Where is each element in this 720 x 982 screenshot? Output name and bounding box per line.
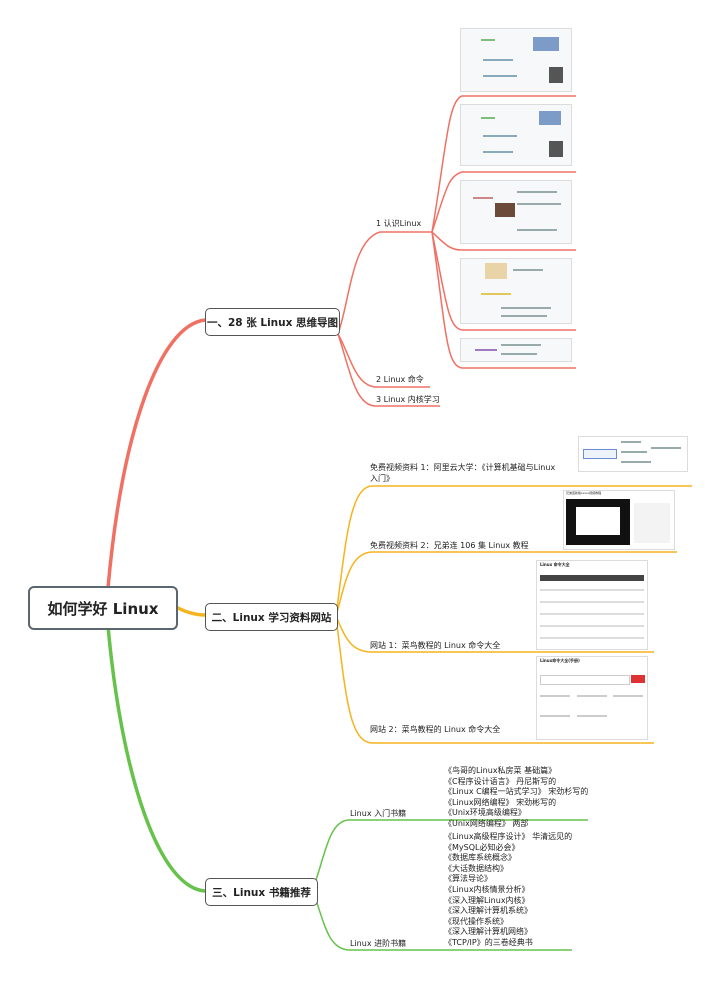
runoob-site2-thumbnail: Linux命令大全(手册)	[536, 656, 648, 740]
book-item: 《鸟哥的Linux私房菜 基础篇》	[444, 766, 557, 775]
topic-kernel-learning[interactable]: 3 Linux 内核学习	[376, 395, 440, 404]
branch-resource-sites[interactable]: 二、Linux 学习资料网站	[205, 603, 338, 631]
connector-root-branch1	[106, 318, 206, 589]
book-item: 《Unix环境高级编程》	[444, 808, 526, 818]
topic-linux-commands[interactable]: 2 Linux 命令	[376, 375, 424, 384]
connector-branch1-child3	[337, 333, 440, 407]
topic-video-xiongdilian[interactable]: 免费视频资料 2：兄弟连 106 集 Linux 教程	[370, 541, 529, 550]
mindmap-image-5	[460, 338, 572, 362]
video-thumbnail-title: 兄弟连新版Linux视频教程	[566, 491, 602, 495]
branch-resource-sites-label: 二、Linux 学习资料网站	[211, 611, 332, 624]
site1-thumbnail-title: Linux 命令大全	[540, 562, 570, 567]
connector-child1-image3	[431, 231, 576, 251]
branch-mindmaps-label: 一、28 张 Linux 思维导图	[206, 316, 339, 329]
xiongdilian-video-thumbnail: 兄弟连新版Linux视频教程	[563, 490, 675, 550]
connector-branch1-child2	[337, 333, 430, 388]
connector-child1-image2	[431, 171, 576, 233]
connector-branch3-child1	[315, 819, 588, 881]
book-item: 《数据库系统概念》	[444, 853, 516, 863]
topic-know-linux[interactable]: 1 认识Linux	[376, 219, 422, 228]
mindmap-image-1	[460, 28, 572, 92]
book-item: 《算法导论》	[444, 874, 492, 884]
topic-beginner-books[interactable]: Linux 入门书籍	[350, 809, 407, 818]
book-item: 《Unix网络编程》 两部	[444, 818, 529, 828]
book-item: 《深入理解计算机网络》	[444, 927, 532, 937]
connector-child1-image4	[431, 231, 576, 331]
beginner-book-list: 《鸟哥的Linux私房菜 基础篇》 《C程序设计语言》 丹尼斯写的 《Linux…	[444, 766, 588, 830]
topic-advanced-books[interactable]: Linux 进阶书籍	[350, 939, 407, 948]
book-item: 《深入理解计算机系统》	[444, 906, 532, 916]
mindmap-image-4	[460, 258, 572, 324]
book-item: 《Linux C编程一站式学习》 宋劲杉写的	[444, 787, 589, 797]
book-item: 《Linux高级程序设计》 华清远见的	[444, 832, 573, 841]
book-item: 《大话数据结构》	[444, 863, 508, 873]
topic-site-runoob-2[interactable]: 网站 2：菜鸟教程的 Linux 命令大全	[370, 725, 501, 734]
connector-child1-image1	[431, 95, 576, 233]
book-item: 《C程序设计语言》 丹尼斯写的	[444, 776, 557, 786]
advanced-book-list: 《Linux高级程序设计》 华清远见的 《MySQL必知必会》 《数据库系统概念…	[444, 832, 572, 949]
site2-thumbnail-title: Linux命令大全(手册)	[540, 658, 580, 663]
connector-branch2-child3	[335, 615, 654, 653]
book-item: 《深入理解Linux内核》	[444, 895, 530, 905]
book-item: 《TCP/IP》的三卷经典书	[444, 937, 533, 947]
topic-video-aliyun[interactable]: 免费视频资料 1：阿里云大学：《计算机基础与Linux入门》	[370, 463, 556, 483]
mindmap-image-3	[460, 180, 572, 244]
root-title: 如何学好 Linux	[47, 599, 159, 618]
book-item: 《Linux内核情景分析》	[444, 884, 530, 894]
branch-book-recommendations-label: 三、Linux 书籍推荐	[212, 886, 311, 899]
root-node[interactable]: 如何学好 Linux	[28, 586, 178, 630]
mindmap-image-2	[460, 104, 572, 166]
book-item: 《Linux网络编程》 宋劲彬写的	[444, 797, 557, 807]
connector-root-branch3	[106, 625, 206, 893]
runoob-site1-thumbnail: Linux 命令大全	[536, 560, 648, 650]
connector-branch3-child2	[315, 899, 572, 951]
connector-branch2-child4	[335, 615, 654, 744]
topic-site-runoob-1[interactable]: 网站 1：菜鸟教程的 Linux 命令大全	[370, 641, 501, 650]
branch-book-recommendations[interactable]: 三、Linux 书籍推荐	[205, 878, 318, 906]
book-item: 《MySQL必知必会》	[444, 842, 520, 852]
connector-root-branch2	[173, 604, 206, 617]
branch-mindmaps[interactable]: 一、28 张 Linux 思维导图	[205, 308, 340, 336]
connector-child1-image5	[431, 231, 576, 369]
book-item: 《现代操作系统》	[444, 916, 508, 926]
connector-branch2-child1	[335, 485, 692, 617]
connector-branch2-child2	[335, 551, 677, 617]
connector-branch1-child1	[337, 231, 432, 335]
aliyun-course-thumbnail	[578, 436, 688, 472]
